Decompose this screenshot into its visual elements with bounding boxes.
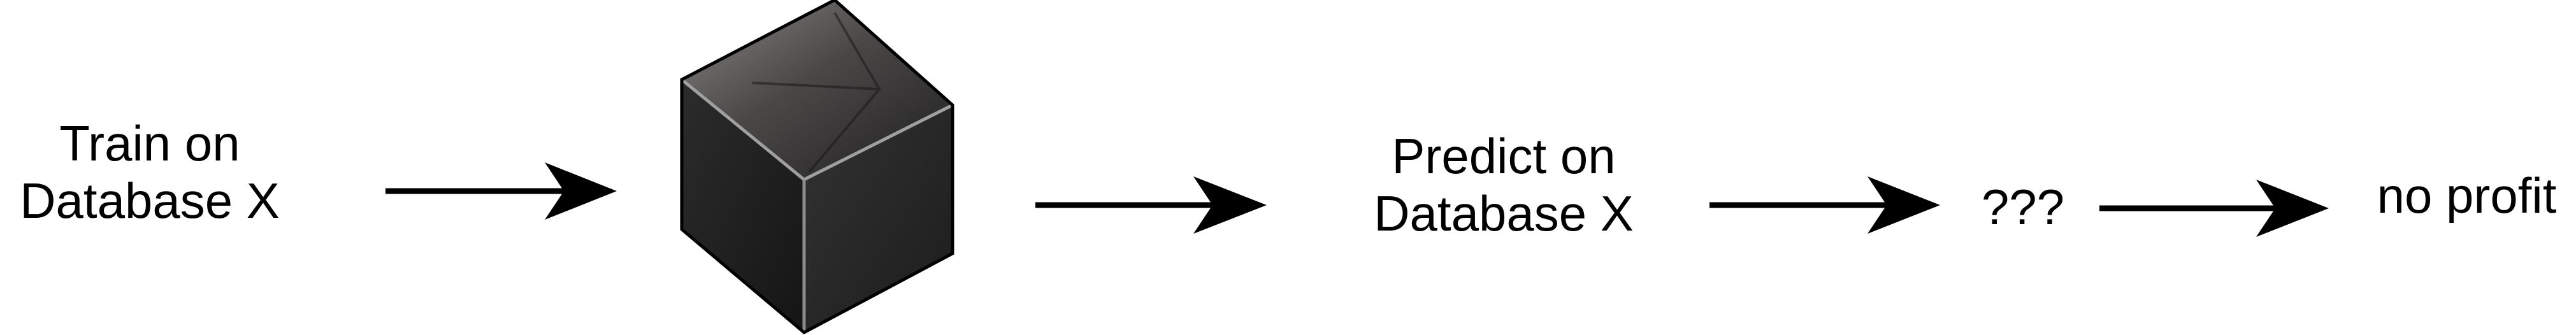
predict-step-line-1: Predict on — [1392, 128, 1616, 184]
train-step-line-2: Database X — [20, 173, 280, 229]
arrow-train-to-model — [385, 162, 617, 220]
result-step-label: no profit — [2357, 167, 2576, 224]
train-step-label: Train on Database X — [0, 115, 299, 229]
arrow-model-to-predict — [1035, 176, 1267, 234]
black-box-cube-icon — [680, 0, 954, 335]
train-step-line-1: Train on — [59, 115, 240, 171]
arrow-unknown-to-result — [2099, 180, 2329, 237]
predict-step-line-2: Database X — [1374, 185, 1634, 241]
result-step-text: no profit — [2377, 168, 2557, 224]
arrow-predict-to-unknown — [1709, 176, 1940, 234]
predict-step-label: Predict on Database X — [1338, 127, 1669, 242]
unknown-step-text: ??? — [1981, 179, 2065, 235]
unknown-step-label: ??? — [1950, 178, 2096, 236]
